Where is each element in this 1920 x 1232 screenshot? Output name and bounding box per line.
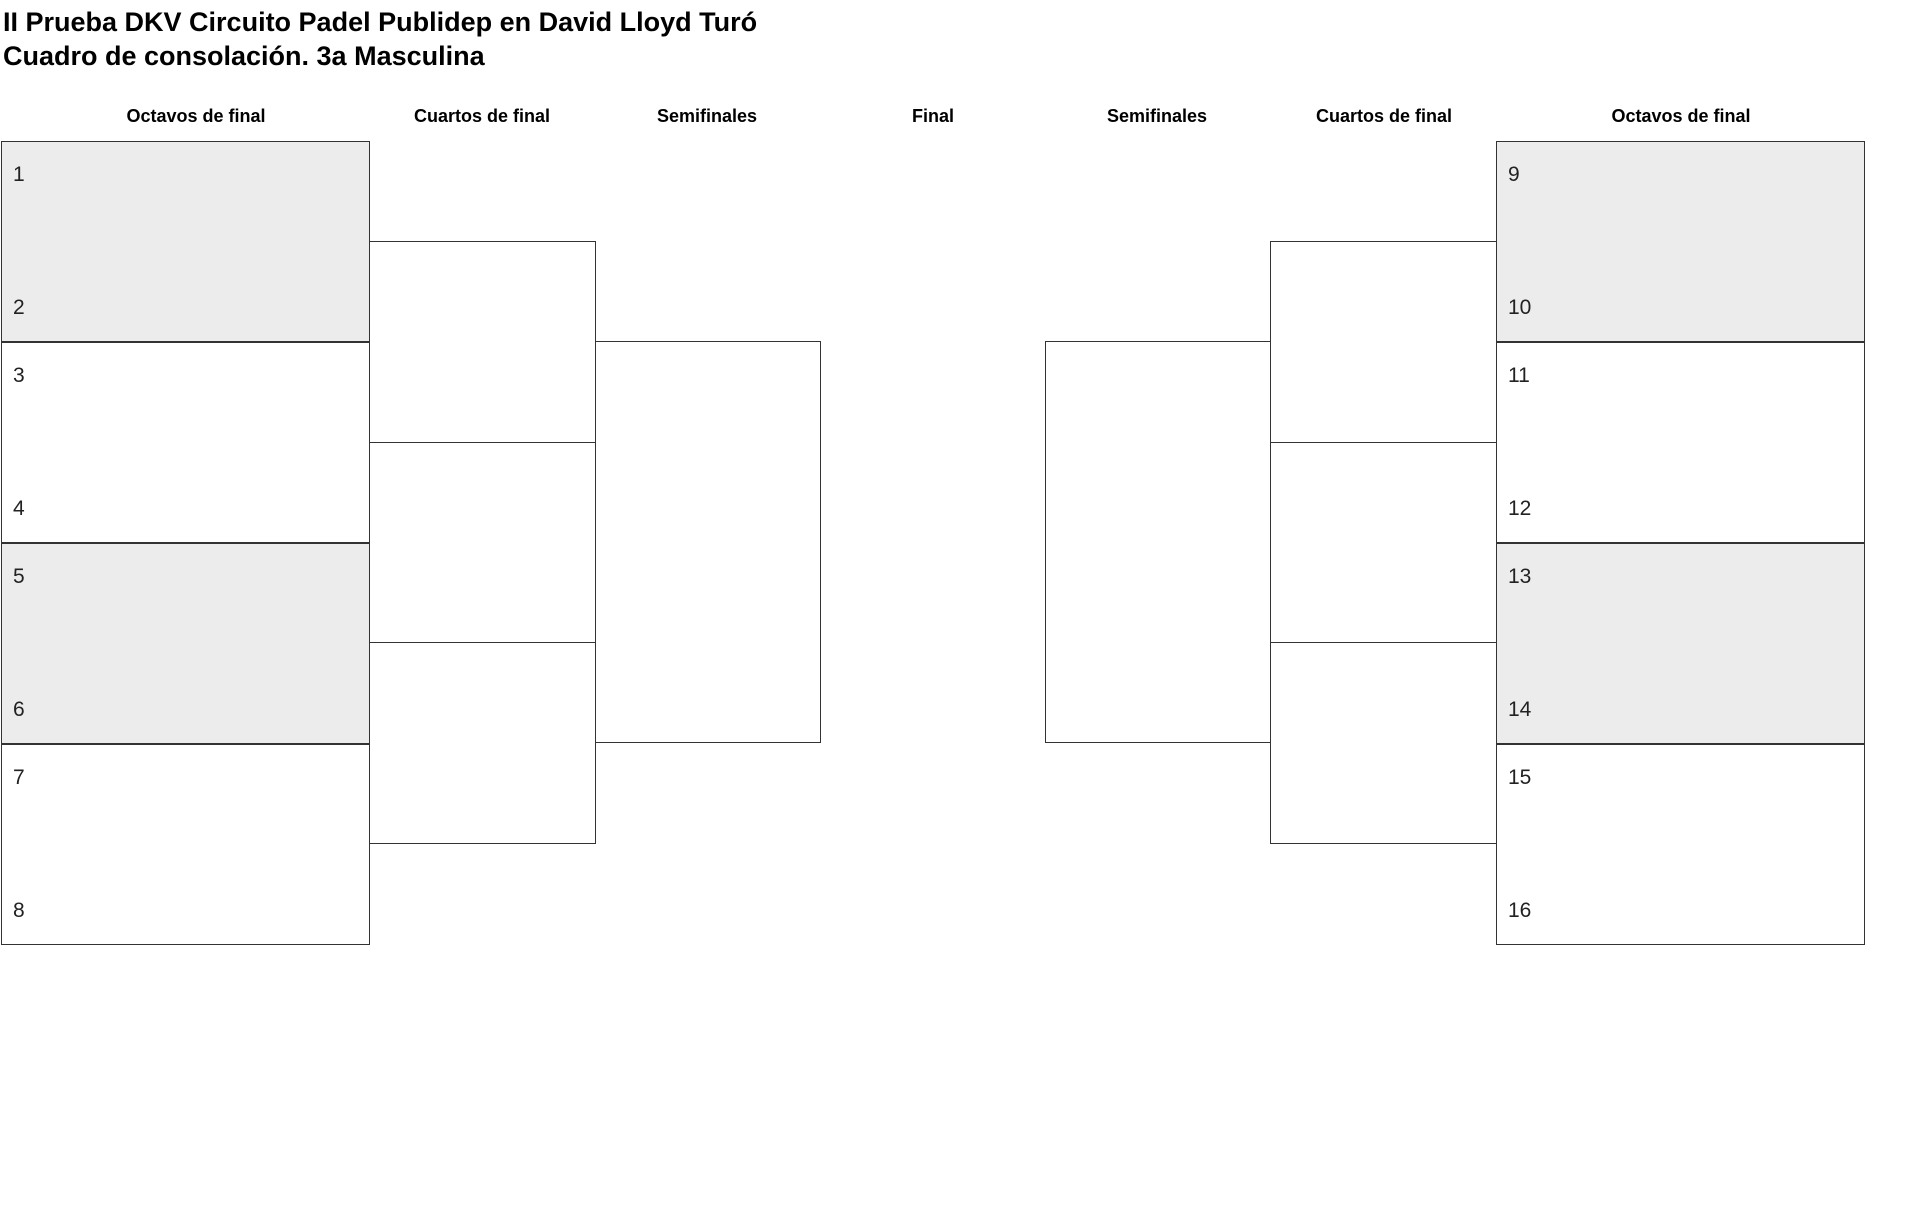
page-title: II Prueba DKV Circuito Padel Publidep en…: [3, 5, 757, 73]
seed-slot-1: 1: [13, 163, 25, 186]
seed-slot-7: 7: [13, 766, 25, 789]
seed-slot-2: 2: [13, 296, 25, 319]
round-header-semis-left: Semifinales: [656, 106, 758, 126]
seed-slot-5: 5: [13, 565, 25, 588]
octavos-right-match-1: 9 10: [1496, 141, 1865, 342]
round-header-cuartos-left: Cuartos de final: [413, 106, 551, 126]
octavos-left-match-3: 5 6: [1, 543, 370, 744]
round-header-cuartos-right: Cuartos de final: [1315, 106, 1453, 126]
octavos-right-match-2: 11 12: [1496, 342, 1865, 543]
round-header-final: Final: [911, 106, 955, 126]
octavos-left-match-1: 1 2: [1, 141, 370, 342]
seed-slot-10: 10: [1508, 296, 1532, 319]
seed-slot-4: 4: [13, 497, 25, 520]
seed-slot-13: 13: [1508, 565, 1532, 588]
seed-slot-14: 14: [1508, 698, 1532, 721]
seed-slot-8: 8: [13, 899, 25, 922]
cuartos-left-top-box: [369, 241, 596, 443]
seed-slot-12: 12: [1508, 497, 1532, 520]
page-title-line1: II Prueba DKV Circuito Padel Publidep en…: [3, 7, 758, 37]
octavos-right-match-4: 15 16: [1496, 744, 1865, 945]
seed-slot-6: 6: [13, 698, 25, 721]
semifinal-right-box: [1045, 341, 1271, 743]
round-header-semis-right: Semifinales: [1106, 106, 1208, 126]
seed-slot-16: 16: [1508, 899, 1532, 922]
octavos-left-match-2: 3 4: [1, 342, 370, 543]
seed-slot-3: 3: [13, 364, 25, 387]
cuartos-left-bottom-box: [369, 642, 596, 844]
seed-slot-9: 9: [1508, 163, 1520, 186]
cuartos-right-top-box: [1270, 241, 1497, 443]
round-header-octavos-right: Octavos de final: [1611, 106, 1751, 126]
round-header-octavos-left: Octavos de final: [126, 106, 266, 126]
semifinal-left-box: [595, 341, 821, 743]
seed-slot-11: 11: [1508, 364, 1530, 387]
octavos-left-match-4: 7 8: [1, 744, 370, 945]
cuartos-right-bottom-box: [1270, 642, 1497, 844]
seed-slot-15: 15: [1508, 766, 1532, 789]
octavos-right-match-3: 13 14: [1496, 543, 1865, 744]
page-title-line2: Cuadro de consolación. 3a Masculina: [3, 41, 485, 71]
